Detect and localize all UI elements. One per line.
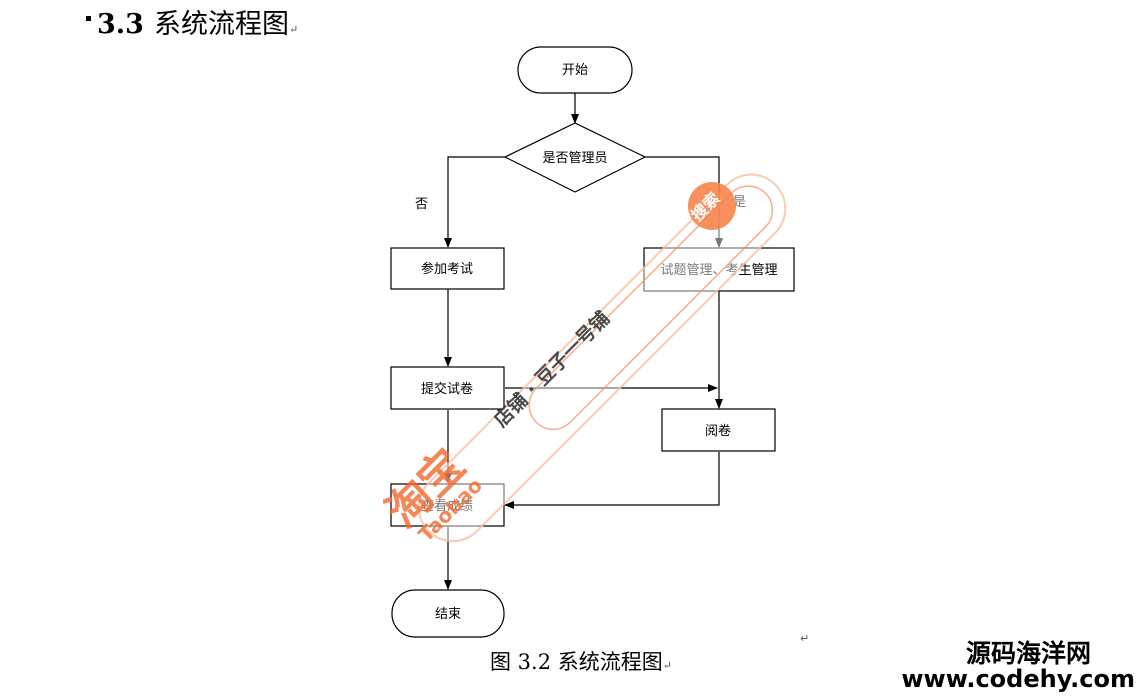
node-manage: 试题管理、考生管理 [643, 247, 795, 292]
node-submit: 提交试卷 [390, 366, 505, 410]
node-submit-label: 提交试卷 [421, 381, 473, 397]
edge-grade-to-view [504, 452, 720, 509]
node-end: 结束 [391, 589, 505, 638]
node-take-exam-label: 参加考试 [421, 261, 473, 277]
node-grade: 阅卷 [661, 408, 776, 452]
section-number: 3.3 [97, 9, 144, 40]
paragraph-mark-icon: ↵ [662, 659, 672, 672]
list-bullet-icon [86, 16, 91, 21]
node-manage-label: 试题管理、考生管理 [660, 263, 777, 278]
node-take-exam: 参加考试 [390, 247, 505, 290]
edge-label-yes: 是 [733, 195, 746, 210]
node-end-label: 结束 [435, 607, 461, 622]
node-view-score: 查看成绩 [390, 483, 505, 527]
node-view-score-label: 查看成绩 [421, 498, 473, 514]
site-url: www.codehy.com [901, 664, 1135, 693]
site-branding: 源码海洋网 www.codehy.com [901, 638, 1135, 693]
site-name: 源码海洋网 [965, 638, 1091, 668]
figure-caption-text: 图 3.2 系统流程图 [490, 650, 663, 674]
node-decision: 是否管理员 [503, 122, 647, 193]
node-start-label: 开始 [562, 63, 588, 78]
section-heading: 3.3 系统流程图↵ [86, 2, 298, 41]
edge-decision-yes [645, 156, 723, 248]
paragraph-mark-icon: ↵ [288, 23, 299, 36]
node-decision-label: 是否管理员 [542, 151, 607, 166]
edge-label-no: 否 [415, 197, 428, 212]
figure-caption: 图 3.2 系统流程图↵ [490, 646, 672, 676]
node-start: 开始 [517, 46, 633, 94]
edge-decision-no [444, 156, 505, 248]
paragraph-mark-icon: ↵ [800, 632, 810, 645]
section-title: 系统流程图 [153, 9, 289, 40]
node-grade-label: 阅卷 [705, 423, 731, 439]
